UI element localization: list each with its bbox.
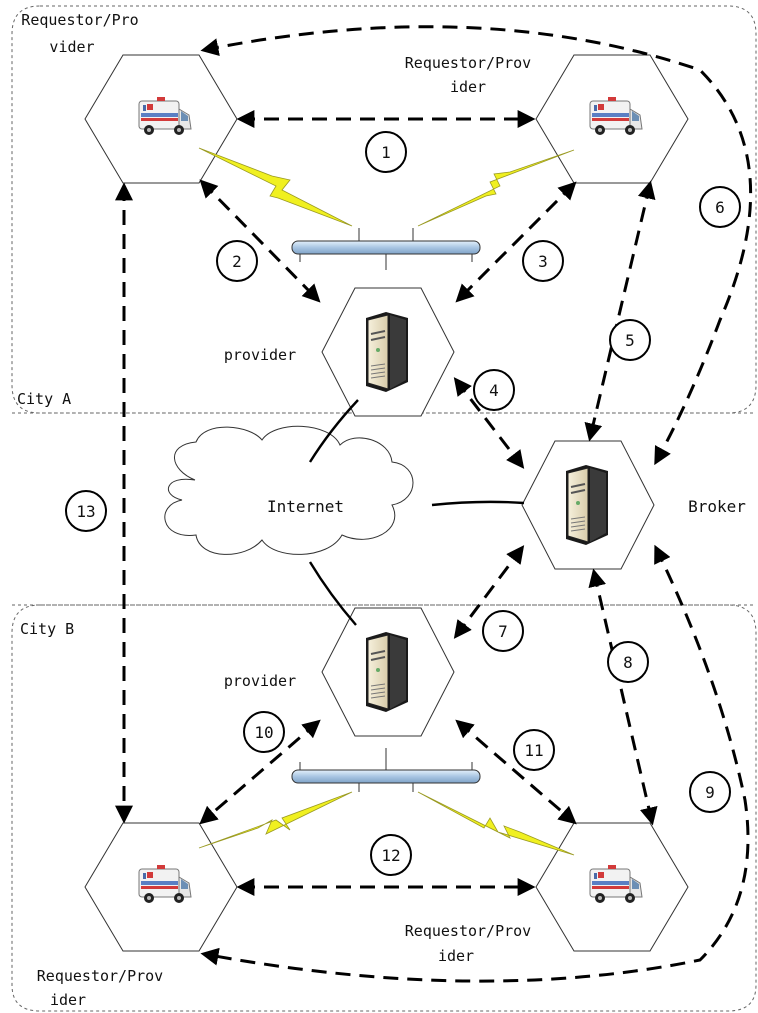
step-10: 10 (243, 711, 285, 753)
city-a-label: City A (17, 390, 71, 408)
step-7: 7 (482, 610, 524, 652)
step-6: 6 (699, 186, 741, 228)
step-12: 12 (370, 834, 412, 876)
broker-label: Broker (688, 497, 746, 516)
wireless-bus-b (291, 748, 481, 792)
svg-text:7: 7 (498, 622, 508, 641)
wire-internet-broker (431, 500, 525, 507)
internet-label: Internet (267, 497, 344, 516)
bottom-right-node-label-line2: ider (438, 947, 474, 965)
svg-text:13: 13 (76, 502, 95, 521)
svg-text:3: 3 (538, 252, 548, 271)
step-5: 5 (609, 319, 651, 361)
arrow-10 (199, 719, 321, 825)
step-9: 9 (689, 771, 731, 813)
server-icon (565, 464, 609, 546)
svg-text:6: 6 (715, 198, 725, 217)
step-4: 4 (473, 369, 515, 411)
arrow-9 (200, 544, 750, 983)
svg-text:4: 4 (489, 381, 499, 400)
wire-internet-provider-b (308, 561, 357, 626)
step-11: 11 (513, 729, 555, 771)
city-b-region (11, 604, 757, 1012)
svg-text:12: 12 (381, 846, 400, 865)
arrow-11 (455, 719, 577, 825)
svg-text:8: 8 (623, 653, 633, 672)
arrow-6 (200, 25, 753, 466)
arrow-8 (588, 568, 658, 826)
top-left-node-label-line2: vider (49, 38, 94, 56)
bolt-a-left (198, 147, 353, 227)
bolt-a-right (417, 149, 575, 227)
step-1: 1 (365, 131, 407, 173)
svg-text:10: 10 (254, 723, 273, 742)
wireless-bus-a (291, 228, 481, 270)
step-labels: 1 2 3 4 5 6 7 8 9 10 11 12 13 (65, 131, 741, 876)
provider-b-label: provider (224, 672, 296, 690)
top-right-node-label-line2: ider (450, 78, 486, 96)
server-icon (365, 631, 409, 713)
provider-a-label: provider (224, 346, 296, 364)
bolt-b-left (198, 791, 353, 849)
svg-text:5: 5 (625, 331, 635, 350)
bottom-left-node-label-line2: ider (50, 991, 86, 1009)
step-8: 8 (607, 641, 649, 683)
svg-text:9: 9 (705, 783, 715, 802)
arrow-5 (584, 180, 656, 442)
bottom-left-node-label-line1: Requestor/Prov (37, 967, 163, 985)
server-icon (365, 311, 409, 393)
svg-text:2: 2 (232, 252, 242, 271)
top-right-node-label-line1: Requestor/Prov (405, 54, 531, 72)
city-b-label: City B (20, 620, 74, 638)
message-arrows (115, 25, 753, 983)
internet-cloud (164, 425, 414, 555)
top-left-node-label-line1: Requestor/Pro (21, 11, 138, 29)
step-13: 13 (65, 490, 107, 532)
svg-text:1: 1 (381, 143, 391, 162)
step-3: 3 (522, 240, 564, 282)
step-2: 2 (216, 240, 258, 282)
bottom-right-node-label-line1: Requestor/Prov (405, 922, 531, 940)
svg-text:11: 11 (524, 741, 543, 760)
